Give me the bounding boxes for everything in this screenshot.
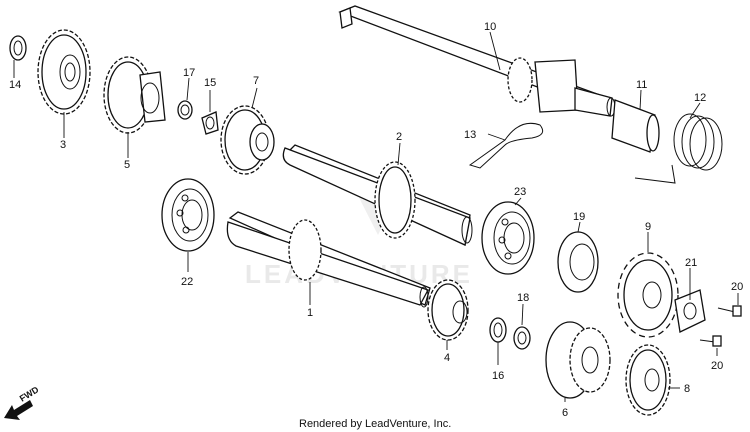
callout-16: 16 — [492, 370, 504, 382]
part-5-gear — [103, 56, 166, 134]
part-8-gear — [625, 344, 671, 416]
callout-22: 22 — [181, 276, 193, 288]
callout-11: 11 — [636, 79, 647, 91]
callout-21: 21 — [685, 257, 697, 269]
callout-18: 18 — [517, 292, 529, 304]
callout-12: 12 — [694, 92, 706, 104]
part-1-mainshaft — [226, 211, 431, 308]
footer-credit: Rendered by LeadVenture, Inc. — [299, 418, 451, 430]
part-7-gear — [220, 105, 275, 175]
callout-labels: 14 3 5 17 15 7 10 11 12 13 2 23 19 9 21 … — [9, 21, 743, 419]
part-11-collar — [611, 99, 660, 153]
part-15-clip — [201, 111, 219, 135]
callout-17: 17 — [183, 67, 195, 79]
part-20-bolt-upper — [717, 305, 742, 317]
leader-lines — [13, 31, 739, 402]
callout-1: 1 — [307, 307, 313, 319]
callout-2: 2 — [396, 131, 402, 143]
part-19-oil-seal — [557, 231, 599, 293]
part-6-gear — [545, 321, 611, 399]
callout-7: 7 — [253, 75, 259, 87]
callout-5: 5 — [124, 159, 130, 171]
part-23-bearing — [481, 201, 535, 275]
part-22-bearing — [161, 178, 215, 252]
part-17-washer — [177, 100, 193, 120]
callout-13: 13 — [464, 129, 476, 141]
callout-9: 9 — [645, 221, 651, 233]
part-4-gear — [427, 279, 469, 341]
part-10-kick-shaft — [338, 5, 616, 117]
part-13-spring — [468, 122, 544, 169]
callout-4: 4 — [444, 352, 450, 364]
callout-8: 8 — [684, 383, 690, 395]
part-20-bolt-lower — [699, 335, 722, 347]
part-12-spring — [634, 113, 723, 184]
callout-14: 14 — [9, 79, 21, 91]
callout-23: 23 — [514, 186, 526, 198]
part-3-gear — [37, 29, 91, 115]
part-9-sprocket — [617, 252, 679, 338]
part-14-washer — [9, 35, 27, 61]
callout-10: 10 — [484, 21, 496, 33]
callout-15: 15 — [204, 77, 216, 89]
part-16-washer — [489, 317, 507, 343]
callout-6: 6 — [562, 407, 568, 419]
callout-20-upper: 20 — [731, 281, 743, 293]
callout-20-lower: 20 — [711, 360, 723, 372]
part-18-clip — [513, 326, 531, 350]
part-21-fixing-plate — [674, 289, 706, 333]
part-2-shaft — [282, 144, 473, 247]
fwd-arrow: FWD — [4, 384, 41, 420]
callout-3: 3 — [60, 139, 66, 151]
callout-19: 19 — [573, 211, 585, 223]
